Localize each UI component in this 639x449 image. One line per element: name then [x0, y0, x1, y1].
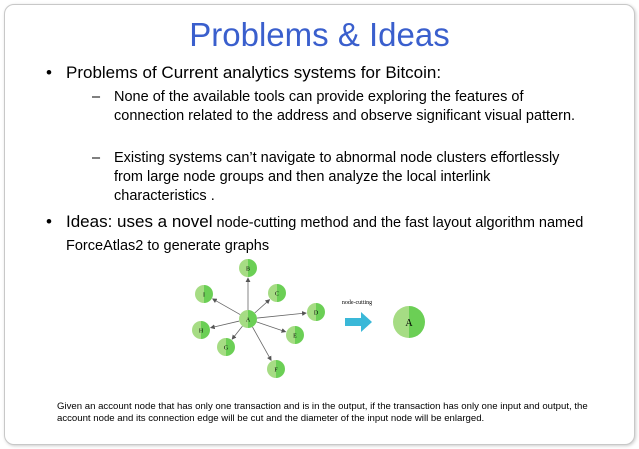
bullet-ideas: •Ideas: uses a novel node-cutting method… [46, 212, 584, 254]
graph-node-F-label: F [274, 368, 278, 374]
edge-D [256, 311, 307, 319]
ideas-lead: Ideas: uses a novel [66, 212, 213, 231]
graph-node-B-label: B [246, 267, 250, 273]
result-node-label: A [405, 318, 413, 329]
graph-node-F [267, 360, 285, 378]
edge-C [254, 299, 271, 314]
graph-node-H-label: H [199, 329, 204, 335]
sub-bullet-text: Existing systems can’t navigate to abnor… [114, 150, 560, 204]
edge-F [252, 326, 272, 361]
graph-node-C [268, 284, 286, 302]
sub-bullet-text: None of the available tools can provide … [114, 89, 576, 124]
result-node [393, 306, 425, 338]
caption: Given an account node that has only one … [57, 401, 588, 424]
graph-node-G-label: G [224, 346, 229, 352]
graph-node-G [217, 338, 235, 356]
ideas-text: node-cutting method and the fast layout … [66, 215, 584, 254]
bullet-problems: •Problems of Current analytics systems f… [46, 63, 442, 82]
edge-E [256, 321, 287, 333]
slide-title: Problems & Ideas [189, 16, 450, 53]
arrow-label: node-cutting [342, 300, 372, 306]
sub-bullet-1: –None of the available tools can provide… [92, 89, 576, 124]
right-arrow-icon [345, 312, 372, 332]
graph-node-E [286, 326, 304, 344]
graph-node-C-label: C [275, 292, 279, 298]
graph-node-E-label: E [293, 334, 297, 340]
graph-node-I [195, 285, 213, 303]
edge-G [231, 325, 243, 340]
bullet-text: Problems of Current analytics systems fo… [66, 63, 442, 82]
sub-bullet-2: –Existing systems can’t navigate to abno… [92, 150, 560, 204]
slide [4, 4, 635, 445]
graph-node-D [307, 303, 325, 321]
graph-node-H [192, 321, 210, 339]
graph-node-center [239, 310, 257, 328]
edge-H [209, 320, 240, 330]
graph-node-center-label: A [246, 318, 251, 324]
graph-node-B [239, 259, 257, 277]
graph-node-I-label: I [203, 293, 205, 299]
edge-I [211, 298, 241, 315]
graph-node-D-label: D [314, 311, 319, 317]
